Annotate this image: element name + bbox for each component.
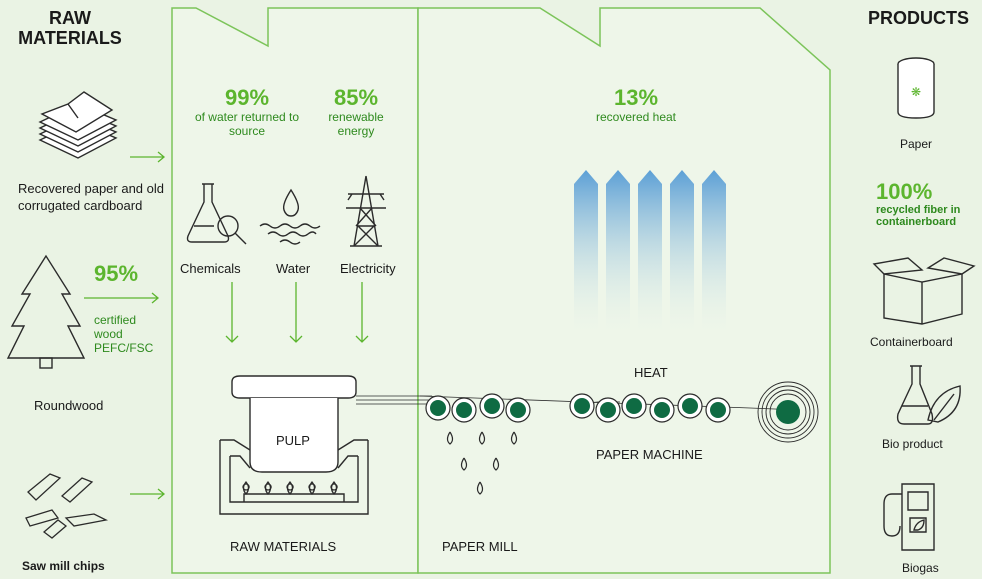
heat-label: HEAT (634, 365, 668, 380)
chemicals-icon (186, 183, 247, 245)
raw-materials-section-label: RAW MATERIALS (230, 539, 337, 554)
biogas-pump-icon (883, 483, 935, 551)
certified-pct: 95% (94, 261, 139, 286)
roundwood-label: Roundwood (34, 398, 104, 413)
recovered-paper-label: Recovered paper and old corrugated cardb… (18, 181, 164, 213)
biogas-label: Biogas (902, 561, 939, 575)
certified-text: certified wood PEFC/FSC (94, 313, 154, 355)
box-icon (872, 257, 976, 325)
water-pct: 99% (224, 85, 270, 110)
arrow-icon (84, 292, 160, 304)
bio-product-label: Bio product (882, 437, 943, 451)
heat-pct: 13% (613, 85, 659, 110)
paper-label: Paper (900, 137, 933, 151)
paper-mill-section-label: PAPER MILL (442, 539, 518, 554)
pulp-pipe (356, 395, 432, 405)
bio-product-icon (896, 365, 961, 425)
electricity-pylon-icon (346, 175, 386, 247)
paper-machine-graphic (419, 381, 819, 495)
water-text: of water returned to source (194, 110, 300, 138)
energy-pct: 85% (333, 85, 379, 110)
pulp-tank-icon (219, 375, 369, 515)
paper-reel (757, 381, 819, 443)
chemicals-label: Chemicals (180, 261, 241, 276)
recycled-pct: 100% (876, 179, 933, 204)
arrow-icon (130, 151, 166, 163)
pulp-label: PULP (276, 433, 310, 448)
svg-text:❋: ❋ (911, 85, 921, 99)
water-drops (446, 431, 518, 495)
recycled-text: recycled fiber in containerboard (876, 204, 961, 228)
heat-arrows-graphic (574, 170, 726, 340)
electricity-label: Electricity (340, 261, 396, 276)
chips-label: Saw mill chips (22, 559, 105, 573)
paper-roll-icon: ❋ (897, 57, 935, 119)
containerboard-label: Containerboard (870, 335, 953, 349)
wood-chips-icon (25, 473, 109, 539)
input-arrows (225, 282, 369, 343)
energy-text: renewable energy (328, 110, 384, 138)
paper-stack-icon (38, 91, 118, 159)
raw-materials-title: RAW MATERIALS (18, 8, 122, 48)
products-title: PRODUCTS (868, 8, 970, 28)
arrow-icon (130, 488, 166, 500)
paper-machine-label: PAPER MACHINE (596, 447, 703, 462)
heat-text: recovered heat (595, 110, 677, 124)
tree-icon (6, 254, 86, 369)
water-icon (259, 188, 321, 245)
water-label: Water (276, 261, 311, 276)
roller-group (425, 393, 731, 423)
